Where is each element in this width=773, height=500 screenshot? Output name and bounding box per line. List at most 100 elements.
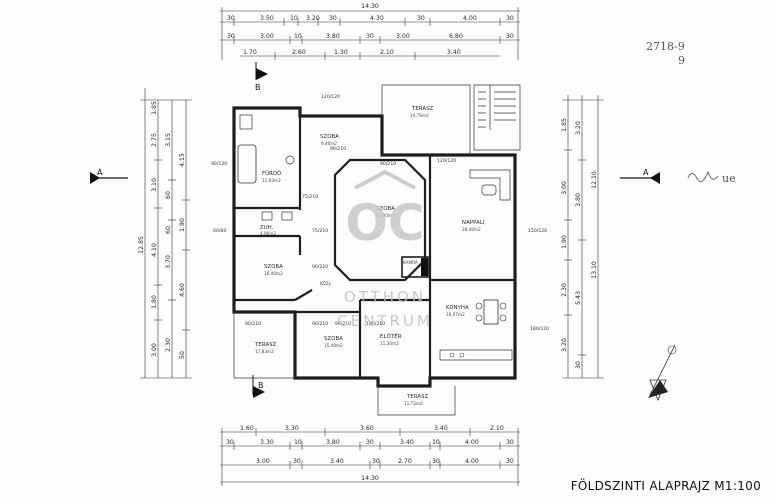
svg-text:30: 30 bbox=[372, 458, 380, 465]
svg-text:30: 30 bbox=[293, 458, 301, 465]
section-a-right: A bbox=[643, 168, 649, 177]
room-terasz-bottom-area: 11,72m2 bbox=[404, 401, 423, 406]
svg-text:2.75: 2.75 bbox=[151, 133, 158, 147]
room-kamra-name: KAMRA bbox=[403, 260, 418, 265]
watermark-line2: CENTRUM bbox=[337, 312, 433, 330]
room-furdo-name: FÜRDŐ bbox=[262, 170, 281, 177]
opening-labels: 90/120 90/210 75/210 120/120 150/120 60/… bbox=[211, 94, 549, 332]
svg-text:30: 30 bbox=[506, 439, 514, 446]
svg-text:50: 50 bbox=[179, 351, 186, 359]
svg-text:30: 30 bbox=[366, 33, 374, 40]
svg-text:3.40: 3.40 bbox=[447, 49, 461, 56]
svg-text:75/210: 75/210 bbox=[312, 228, 328, 234]
svg-text:1.30: 1.30 bbox=[334, 49, 348, 56]
svg-text:2.70: 2.70 bbox=[398, 458, 412, 465]
signature-text: ue bbox=[722, 172, 736, 185]
svg-text:30: 30 bbox=[366, 439, 374, 446]
top-total-dimension: 14.30 bbox=[361, 3, 379, 10]
room-kozl-name: KÖZL. bbox=[320, 281, 332, 286]
section-markers: A A B B bbox=[90, 62, 660, 398]
svg-text:1.85: 1.85 bbox=[561, 118, 568, 132]
svg-text:4.00: 4.00 bbox=[465, 458, 479, 465]
svg-text:3.80: 3.80 bbox=[326, 439, 340, 446]
svg-text:75/210: 75/210 bbox=[302, 194, 318, 200]
svg-text:3.30: 3.30 bbox=[285, 425, 299, 432]
svg-text:3.30: 3.30 bbox=[260, 439, 274, 446]
bottom-total-dimension: 14.30 bbox=[361, 475, 379, 482]
svg-text:30: 30 bbox=[506, 15, 514, 22]
svg-text:3.70: 3.70 bbox=[165, 255, 172, 269]
handwritten-reference: 2718-9 bbox=[646, 40, 685, 53]
room-szoba-1-area: 9,40m2 bbox=[321, 141, 337, 146]
svg-text:60: 60 bbox=[165, 226, 172, 234]
room-szoba-4-name: SZOBA bbox=[324, 336, 343, 342]
room-terasz-top-area: 14,76m2 bbox=[410, 113, 429, 118]
svg-text:10: 10 bbox=[294, 439, 302, 446]
svg-text:13.10: 13.10 bbox=[591, 261, 598, 279]
svg-text:3.20: 3.20 bbox=[561, 338, 568, 352]
north-arrow-icon bbox=[648, 344, 677, 402]
svg-text:90/210: 90/210 bbox=[330, 146, 346, 152]
svg-text:120/120: 120/120 bbox=[321, 94, 340, 100]
svg-text:3.40: 3.40 bbox=[434, 425, 448, 432]
svg-text:60: 60 bbox=[165, 191, 172, 199]
room-szoba-3-area: 16,40m2 bbox=[264, 271, 283, 276]
room-szoba-4-area: 15,40m2 bbox=[324, 343, 343, 348]
svg-text:3.00: 3.00 bbox=[396, 33, 410, 40]
svg-text:5.43: 5.43 bbox=[575, 291, 582, 305]
svg-text:2.10: 2.10 bbox=[380, 49, 394, 56]
watermark-line1: OTTHON bbox=[344, 288, 426, 306]
svg-text:4.60: 4.60 bbox=[179, 283, 186, 297]
svg-text:3.00: 3.00 bbox=[561, 181, 568, 195]
svg-text:2.10: 2.10 bbox=[490, 425, 504, 432]
svg-text:60/60: 60/60 bbox=[213, 228, 226, 234]
room-zuh-area: 4,96m2 bbox=[260, 231, 276, 236]
section-b-bottom: B bbox=[258, 381, 264, 390]
staircase bbox=[473, 84, 521, 151]
svg-text:30: 30 bbox=[227, 33, 235, 40]
svg-text:4.10: 4.10 bbox=[151, 243, 158, 257]
svg-text:3.80: 3.80 bbox=[326, 33, 340, 40]
svg-text:3.20: 3.20 bbox=[575, 121, 582, 135]
svg-text:3.80: 3.80 bbox=[575, 193, 582, 207]
room-eloter-name: ELŐTÉR bbox=[380, 332, 402, 340]
svg-text:2.30: 2.30 bbox=[561, 283, 568, 297]
svg-text:90/210: 90/210 bbox=[312, 264, 328, 270]
svg-text:3.60: 3.60 bbox=[360, 425, 374, 432]
svg-text:2.30: 2.30 bbox=[165, 338, 172, 352]
svg-text:30: 30 bbox=[432, 458, 440, 465]
room-szoba-1-name: SZOBA bbox=[320, 134, 339, 140]
svg-text:180/120: 180/120 bbox=[530, 326, 549, 332]
room-szoba-2-area: 15,30m2 bbox=[376, 213, 395, 218]
svg-text:30: 30 bbox=[506, 33, 514, 40]
svg-text:4.00: 4.00 bbox=[465, 439, 479, 446]
svg-text:150/120: 150/120 bbox=[528, 228, 547, 234]
room-nappali-area: 28,40m2 bbox=[462, 227, 481, 232]
signature-icon bbox=[687, 170, 719, 183]
svg-text:3.50: 3.50 bbox=[260, 15, 274, 22]
svg-text:3.15: 3.15 bbox=[165, 133, 172, 147]
svg-text:3.00: 3.00 bbox=[151, 343, 158, 357]
right-total-dimension: 12.10 bbox=[591, 171, 598, 189]
svg-text:90/120: 90/120 bbox=[211, 161, 227, 167]
room-nappali-name: NAPPALI bbox=[462, 220, 485, 226]
svg-text:30: 30 bbox=[329, 15, 337, 22]
svg-text:30: 30 bbox=[226, 439, 234, 446]
section-b-top: B bbox=[255, 83, 261, 92]
bottom-dimension-chains: 1.60 3.30 3.60 3.40 2.10 30 3.30 10 3.80… bbox=[220, 425, 520, 486]
left-dimension-chains: 12.85 1.85 2.75 3.10 4.10 1.80 3.00 3.15… bbox=[138, 88, 192, 379]
sheet-title: FÖLDSZINTI ALAPRAJZ M1:100 bbox=[570, 479, 761, 493]
room-terasz-bottom-name: TERASZ bbox=[406, 394, 429, 400]
room-terasz-left-area: 17,83m2 bbox=[255, 349, 274, 354]
room-szoba-3-name: SZOBA bbox=[264, 264, 283, 270]
svg-text:10: 10 bbox=[290, 15, 298, 22]
svg-text:3.40: 3.40 bbox=[330, 458, 344, 465]
svg-text:90/210: 90/210 bbox=[335, 321, 351, 327]
svg-text:30: 30 bbox=[575, 361, 582, 369]
svg-text:30: 30 bbox=[227, 15, 235, 22]
top-dimension-chains: 14.30 30 3.50 10 3.20 30 4.30 30 4.00 30… bbox=[220, 3, 520, 60]
svg-text:120/120: 120/120 bbox=[437, 158, 456, 164]
room-konyha-name: KONYHA bbox=[446, 305, 469, 311]
svg-text:30: 30 bbox=[506, 458, 514, 465]
room-terasz-top-name: TERASZ bbox=[411, 106, 434, 112]
